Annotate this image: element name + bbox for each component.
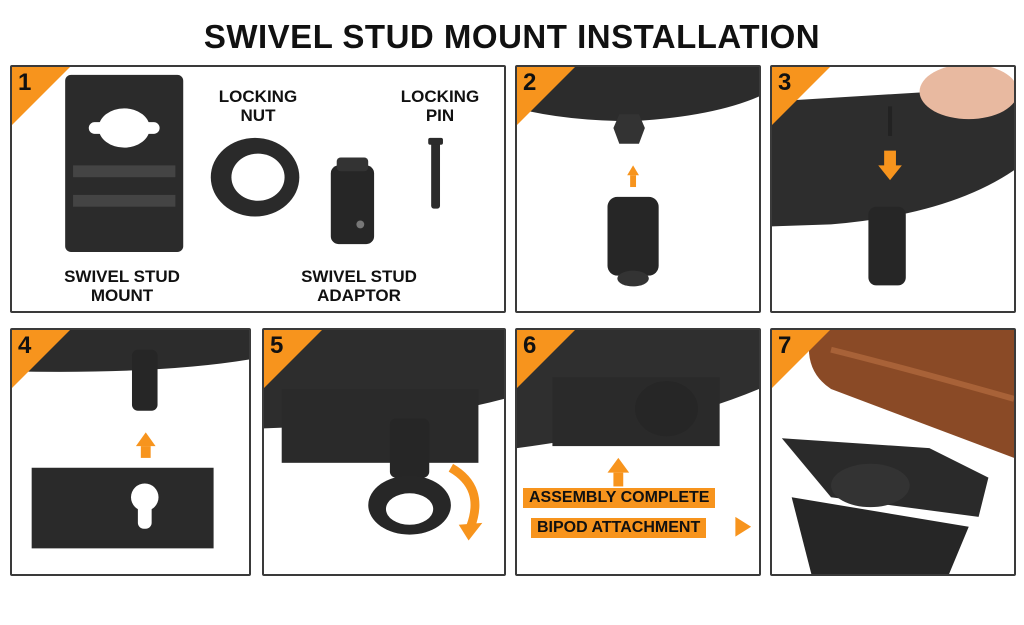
step-7-panel: 7	[770, 328, 1016, 576]
step-7-illustration	[781, 330, 1014, 574]
step-6-number: 6	[523, 332, 537, 359]
step-1-panel: 1 LOCKING NUT LOCKING PIN SWIVEL STUD MO…	[10, 65, 506, 313]
page-title: SWIVEL STUD MOUNT INSTALLATION	[203, 18, 821, 55]
parts-illustration	[65, 74, 443, 252]
step-4-number: 4	[18, 332, 32, 359]
step-7-number: 7	[778, 332, 792, 359]
step-2-illustration	[517, 67, 759, 287]
step-1-number: 1	[18, 69, 32, 96]
step-4-illustration	[12, 330, 249, 549]
step-2-number: 2	[523, 69, 537, 96]
locking-pin-label: LOCKING PIN	[400, 87, 480, 125]
step-5-panel: 5	[262, 328, 506, 576]
swivel-stud-mount-label: SWIVEL STUD MOUNT	[64, 267, 180, 305]
swivel-stud-adaptor-label: SWIVEL STUD ADAPTOR	[301, 267, 417, 305]
step-5-illustration	[264, 330, 504, 541]
locking-nut-label: LOCKING NUT	[218, 87, 298, 125]
step-6-illustration	[517, 330, 759, 537]
step-6-panel: 6 ASSEMBLY COMPLETE BIPOD ATTACHMENT	[515, 328, 761, 576]
step-5-number: 5	[270, 332, 284, 359]
step-2-panel: 2	[515, 65, 761, 313]
step-3-number: 3	[778, 69, 792, 96]
bipod-attachment-label: BIPOD ATTACHMENT	[531, 518, 707, 538]
step-3-panel: 3	[770, 65, 1016, 313]
step-3-illustration	[772, 67, 1014, 286]
assembly-complete-label: ASSEMBLY COMPLETE	[523, 488, 716, 508]
step-4-panel: 4	[10, 328, 251, 576]
